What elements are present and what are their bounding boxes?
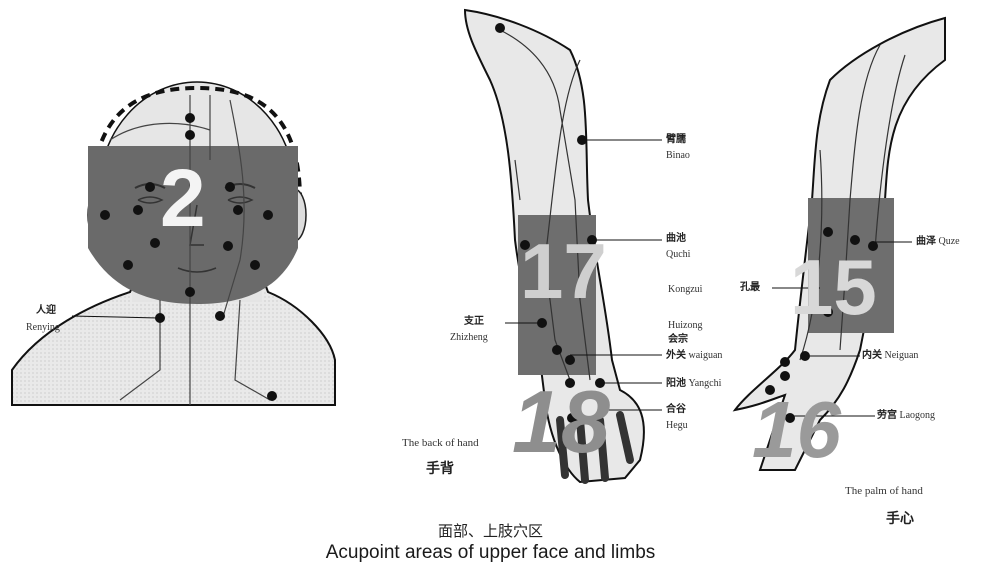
- label-huizong-en: Huizong: [668, 320, 702, 331]
- zone-number-palm-arm: 15: [790, 248, 877, 326]
- label-hegu-zh: 合谷: [666, 404, 686, 415]
- label-renying-en: Renying: [26, 322, 60, 333]
- label-yangchi: 阳池 Yangchi: [666, 378, 721, 389]
- caption-zh: 面部、上肢穴区: [0, 520, 981, 541]
- label-binao-zh: 臂臑: [666, 134, 686, 145]
- label-kongzui-en: Kongzui: [668, 284, 702, 295]
- zone-number-back-hand: 18: [512, 378, 610, 466]
- label-quze-zh: 曲泽: [916, 236, 936, 247]
- label-huizong-zh: 会宗: [668, 334, 688, 345]
- label-neiguan-en: Neiguan: [885, 350, 919, 361]
- label-hegu-en: Hegu: [666, 420, 688, 431]
- label-waiguan: 外关 waiguan: [666, 350, 722, 361]
- label-neiguan: 内关 Neiguan: [862, 350, 918, 361]
- label-back-of-hand-en: The back of hand: [402, 438, 479, 449]
- zone-number-palm-hand: 16: [752, 390, 841, 470]
- label-laogong-zh: 劳宫: [877, 410, 897, 421]
- label-yangchi-zh: 阳池: [666, 378, 686, 389]
- label-kongzui-zh: 孔最: [740, 282, 760, 293]
- label-back-of-hand-zh: 手背: [426, 458, 454, 478]
- label-quze-en: Quze: [939, 236, 960, 247]
- label-zhizheng-en: Zhizheng: [450, 332, 488, 343]
- label-waiguan-zh: 外关: [666, 350, 686, 361]
- label-quchi-en: Quchi: [666, 249, 690, 260]
- label-binao-en: Binao: [666, 150, 690, 161]
- label-neiguan-zh: 内关: [862, 350, 882, 361]
- label-zhizheng-zh: 支正: [464, 316, 484, 327]
- label-yangchi-en: Yangchi: [689, 378, 722, 389]
- label-palm-of-hand-en: The palm of hand: [845, 486, 923, 497]
- label-quze: 曲泽 Quze: [916, 236, 960, 247]
- label-waiguan-en: waiguan: [689, 350, 723, 361]
- label-quchi-zh: 曲池: [666, 233, 686, 244]
- label-laogong: 劳宫 Laogong: [877, 410, 935, 421]
- zone-number-face: 2: [160, 158, 206, 240]
- label-laogong-en: Laogong: [900, 410, 936, 421]
- caption-en: Acupoint areas of upper face and limbs: [0, 542, 981, 564]
- zone-number-back-arm: 17: [520, 232, 607, 310]
- label-renying-zh: 人迎: [36, 305, 56, 316]
